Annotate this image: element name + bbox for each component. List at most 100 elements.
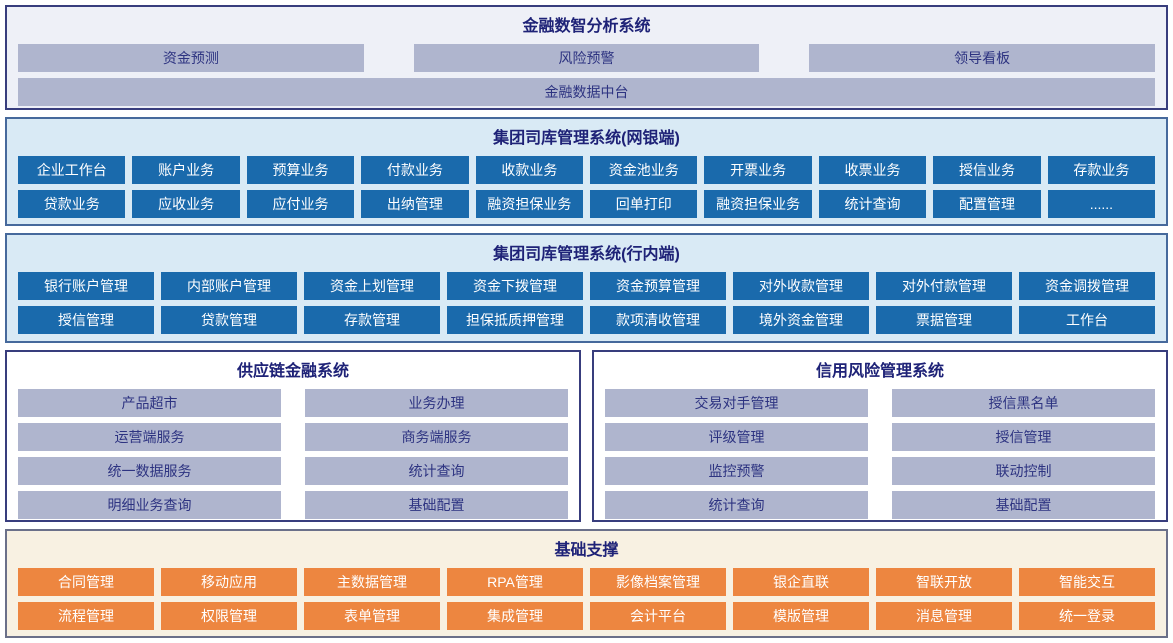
module-block: 金融数据中台	[18, 78, 1155, 106]
module-block: 应收业务	[132, 189, 240, 218]
module-block: 银企直联	[733, 567, 869, 596]
module-block: 资金下拨管理	[447, 272, 583, 301]
module-block: 担保抵质押管理	[447, 306, 583, 335]
module-block: 资金预测	[18, 44, 364, 72]
module-block: 基础配置	[892, 490, 1155, 519]
module-block: 授信管理	[18, 306, 154, 335]
module-block: 移动应用	[161, 567, 297, 596]
module-row: 企业工作台账户业务预算业务付款业务收款业务资金池业务开票业务收票业务授信业务存款…	[18, 155, 1156, 184]
module-block: 存款业务	[1047, 155, 1156, 184]
module-row: 统一数据服务统计查询	[18, 456, 568, 485]
module-block: 统计查询	[305, 456, 568, 485]
module-block: 企业工作台	[18, 155, 126, 184]
module-block: 表单管理	[304, 601, 440, 630]
module-block: 集成管理	[447, 601, 583, 630]
module-block: 流程管理	[18, 601, 154, 630]
module-block: 开票业务	[704, 155, 812, 184]
module-block: 合同管理	[18, 567, 154, 596]
module-block: 对外付款管理	[876, 272, 1012, 301]
section-title-credit-risk: 信用风险管理系统	[815, 362, 944, 380]
module-row: 产品超市业务办理	[18, 388, 568, 417]
module-block: 付款业务	[361, 155, 469, 184]
module-block: 融资担保业务	[475, 189, 584, 218]
module-row: 授信管理贷款管理存款管理担保抵质押管理款项清收管理境外资金管理票据管理工作台	[18, 306, 1155, 335]
module-block: ......	[1047, 189, 1156, 218]
module-block: 风险预警	[413, 44, 760, 72]
module-block: 银行账户管理	[18, 272, 154, 301]
module-block: 会计平台	[590, 601, 726, 630]
module-block: 资金池业务	[590, 155, 698, 184]
module-block: 联动控制	[892, 456, 1155, 485]
middle-panels: 供应链金融系统 产品超市业务办理 运营端服务商务端服务 统一数据服务统计查询 明…	[5, 349, 1168, 522]
module-block: 产品超市	[18, 388, 281, 417]
module-row: 监控预警联动控制	[605, 456, 1155, 485]
module-block: RPA管理	[447, 567, 583, 596]
section-title-treasury-ebank: 集团司库管理系统(网银端)	[493, 129, 680, 147]
module-block: 授信黑名单	[892, 388, 1155, 417]
module-block: 应付业务	[246, 189, 355, 218]
module-block: 存款管理	[304, 306, 440, 335]
module-row: 明细业务查询基础配置	[18, 490, 568, 519]
module-block: 领导看板	[809, 44, 1156, 72]
module-block: 商务端服务	[305, 422, 568, 451]
module-block: 配置管理	[933, 189, 1041, 218]
section-title-foundation-support: 基础支撑	[554, 541, 619, 559]
module-block: 内部账户管理	[161, 272, 297, 301]
module-row: 统计查询基础配置	[605, 490, 1155, 519]
module-block: 款项清收管理	[590, 306, 726, 335]
module-block: 贷款管理	[161, 306, 297, 335]
section-supply-chain: 供应链金融系统 产品超市业务办理 运营端服务商务端服务 统一数据服务统计查询 明…	[5, 349, 581, 522]
module-block: 对外收款管理	[733, 272, 869, 301]
module-block: 权限管理	[161, 601, 297, 630]
module-row: 运营端服务商务端服务	[18, 422, 568, 451]
module-block: 资金上划管理	[304, 272, 440, 301]
module-block: 资金预算管理	[590, 272, 726, 301]
module-block: 授信业务	[933, 155, 1041, 184]
module-block: 统一数据服务	[18, 456, 281, 485]
section-treasury-inbank: 集团司库管理系统(行内端) 银行账户管理内部账户管理资金上划管理资金下拨管理资金…	[5, 233, 1168, 343]
module-block: 账户业务	[132, 155, 240, 184]
module-block: 统计查询	[818, 189, 927, 218]
section-financial-analysis: 金融数智分析系统 资金预测 风险预警 领导看板 金融数据中台	[5, 5, 1168, 110]
module-row: 银行账户管理内部账户管理资金上划管理资金下拨管理资金预算管理对外收款管理对外付款…	[18, 272, 1155, 301]
module-row: 金融数据中台	[18, 78, 1155, 106]
module-row: 交易对手管理授信黑名单	[605, 388, 1155, 417]
module-block: 回单打印	[590, 189, 698, 218]
module-block: 票据管理	[876, 306, 1012, 335]
module-block: 贷款业务	[18, 189, 126, 218]
section-title-supply-chain: 供应链金融系统	[236, 362, 349, 380]
module-block: 业务办理	[305, 388, 568, 417]
module-block: 出纳管理	[361, 189, 469, 218]
module-block: 资金调拨管理	[1019, 272, 1155, 301]
section-title-financial-analysis: 金融数智分析系统	[522, 18, 651, 35]
module-block: 预算业务	[246, 155, 355, 184]
section-treasury-ebank: 集团司库管理系统(网银端) 企业工作台账户业务预算业务付款业务收款业务资金池业务…	[5, 116, 1168, 227]
module-block: 消息管理	[876, 601, 1012, 630]
module-block: 影像档案管理	[590, 567, 726, 596]
module-block: 授信管理	[892, 422, 1155, 451]
module-block: 智联开放	[876, 567, 1012, 596]
module-block: 统计查询	[605, 490, 868, 519]
module-block: 境外资金管理	[733, 306, 869, 335]
module-block: 基础配置	[305, 490, 568, 519]
module-row: 贷款业务应收业务应付业务出纳管理融资担保业务回单打印融资担保业务统计查询配置管理…	[18, 189, 1156, 218]
module-block: 工作台	[1019, 306, 1155, 335]
module-block: 交易对手管理	[605, 388, 868, 417]
module-row: 流程管理权限管理表单管理集成管理会计平台模版管理消息管理统一登录	[18, 601, 1155, 630]
module-block: 收票业务	[818, 155, 927, 184]
section-title-treasury-inbank: 集团司库管理系统(行内端)	[493, 246, 680, 264]
module-block: 收款业务	[475, 155, 584, 184]
module-block: 模版管理	[733, 601, 869, 630]
section-credit-risk: 信用风险管理系统 交易对手管理授信黑名单 评级管理授信管理 监控预警联动控制 统…	[592, 349, 1168, 522]
module-block: 监控预警	[605, 456, 868, 485]
module-row: 资金预测 风险预警 领导看板	[18, 44, 1156, 72]
module-block: 评级管理	[605, 422, 868, 451]
module-block: 智能交互	[1019, 567, 1155, 596]
module-block: 融资担保业务	[704, 189, 812, 218]
module-block: 主数据管理	[304, 567, 440, 596]
module-row: 评级管理授信管理	[605, 422, 1155, 451]
module-block: 明细业务查询	[18, 490, 281, 519]
